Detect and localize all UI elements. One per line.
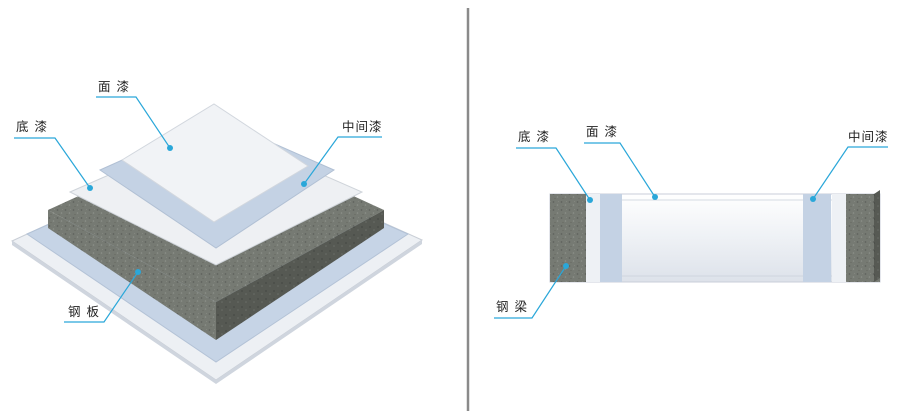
concrete-slab-right-face <box>216 210 384 340</box>
beam-top-coat-leader <box>584 142 656 198</box>
beam-primer-marker <box>587 197 593 203</box>
label-top-coat-left: 面 漆 <box>98 79 130 94</box>
beam-steel-marker <box>563 263 569 269</box>
intermediate-coat-leader <box>303 136 382 185</box>
intermediate-coat-marker <box>301 181 307 187</box>
steel-plate-marker <box>135 269 141 275</box>
beam-steel-leader <box>494 265 567 319</box>
top-coat-marker <box>167 145 173 151</box>
label-intermediate-coat-left: 中间漆 <box>342 119 383 134</box>
label-top-coat-right: 面 漆 <box>586 124 618 139</box>
label-primer-right: 底 漆 <box>518 129 550 144</box>
label-intermediate-coat-right: 中间漆 <box>848 129 889 144</box>
beam-concrete-left <box>550 194 586 282</box>
beam-right-cap <box>874 190 880 282</box>
top-coat-leader <box>96 96 171 149</box>
beam-primer-band-left <box>586 194 600 282</box>
primer-marker <box>87 185 93 191</box>
label-primer-left: 底 漆 <box>16 119 48 134</box>
layered-plate-diagram: 面 漆 底 漆 中间漆 钢 板 <box>10 79 424 384</box>
label-steel-plate-left: 钢 板 <box>68 304 100 319</box>
beam-intermediate-band-left <box>600 194 622 282</box>
beam-top-coat-marker <box>652 194 658 200</box>
label-steel-beam-right: 钢 梁 <box>496 299 528 314</box>
steel-plate-leader <box>64 271 139 323</box>
concrete-slab-left-face <box>48 210 216 340</box>
primer-leader <box>14 137 91 189</box>
beam-primer-band-right <box>832 194 846 282</box>
steel-beam-diagram: 底 漆 面 漆 中间漆 钢 梁 <box>494 124 889 319</box>
beam-primer-leader <box>516 147 591 201</box>
beam-intermediate-band-right <box>803 194 831 282</box>
beam-intermediate-marker <box>810 196 816 202</box>
top-coat-layer <box>121 103 309 223</box>
beam-intermediate-leader <box>812 146 888 200</box>
